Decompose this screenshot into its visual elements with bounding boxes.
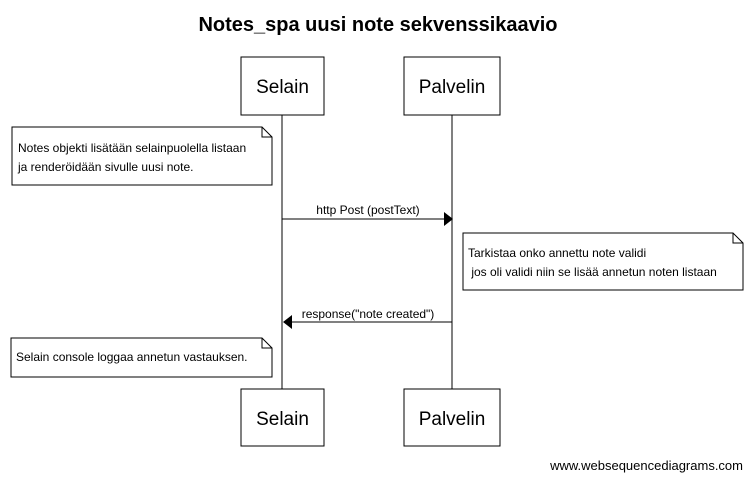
participant-label: Palvelin bbox=[419, 409, 486, 430]
note-line: Selain console loggaa annetun vastauksen… bbox=[16, 350, 248, 364]
note-line: ja renderöidään sivulle uusi note. bbox=[17, 160, 193, 174]
note-line: jos oli validi niin se lisää annetun not… bbox=[468, 265, 717, 279]
note-palvelin-validate: Tarkistaa onko annettu note validi jos o… bbox=[462, 232, 744, 291]
participant-label: Selain bbox=[256, 77, 309, 98]
participant-label: Selain bbox=[256, 409, 309, 430]
participant-selain-bottom: Selain bbox=[240, 388, 325, 447]
message-label: response("note created") bbox=[302, 307, 435, 321]
participant-palvelin-bottom: Palvelin bbox=[403, 388, 501, 447]
message-label: http Post (postText) bbox=[316, 203, 419, 217]
note-line: Notes objekti lisätään selainpuolella li… bbox=[18, 141, 246, 155]
note-selain-log: Selain console loggaa annetun vastauksen… bbox=[10, 337, 273, 378]
footer-watermark: www.websequencediagrams.com bbox=[549, 458, 743, 473]
participant-selain-top: Selain bbox=[240, 56, 325, 116]
participant-label: Palvelin bbox=[419, 77, 486, 98]
note-selain-add: Notes objekti lisätään selainpuolella li… bbox=[11, 126, 273, 186]
diagram-title: Notes_spa uusi note sekvenssikaavio bbox=[198, 14, 557, 36]
participant-palvelin-top: Palvelin bbox=[403, 56, 501, 116]
message-http-post: http Post (postText) bbox=[282, 203, 453, 226]
note-line: Tarkistaa onko annettu note validi bbox=[468, 246, 646, 260]
message-response: response("note created") bbox=[283, 307, 452, 329]
